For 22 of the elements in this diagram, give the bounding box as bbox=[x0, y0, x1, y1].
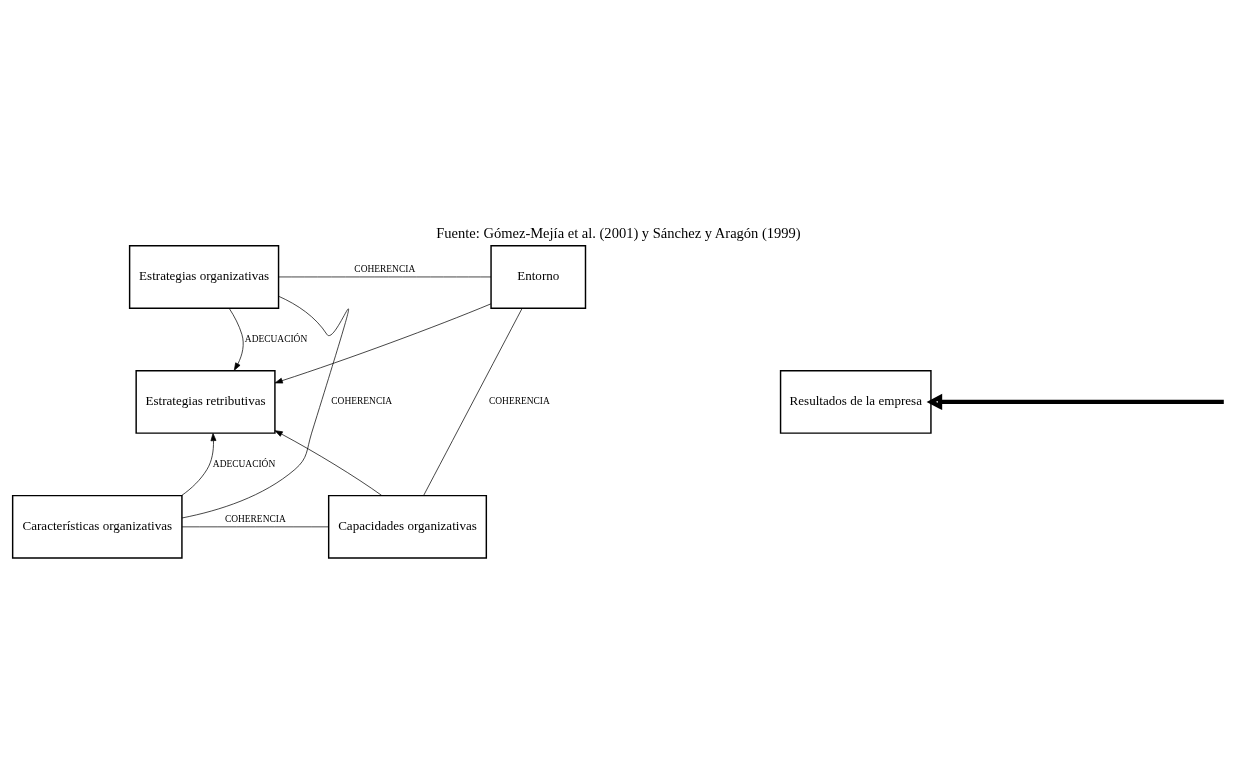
node-box: Capacidades organizativas bbox=[327, 494, 488, 559]
arrow bbox=[274, 303, 492, 383]
diagram-title: Fuente: Gómez-Mejía et al. (2001) y Sánchez y Aragón (1999) bbox=[436, 224, 801, 241]
connector bbox=[181, 526, 329, 527]
arrow bbox=[274, 429, 383, 496]
edge-label: COHERENCIA bbox=[354, 263, 416, 274]
arrow bbox=[228, 307, 244, 371]
arrow bbox=[181, 432, 217, 496]
node-box: Estrategias retributivas bbox=[135, 369, 276, 434]
node-box: Entorno bbox=[490, 244, 587, 309]
edge-label: ADECUACIÓN bbox=[244, 333, 308, 344]
connector bbox=[181, 295, 349, 518]
node-box: Características organizativas bbox=[11, 494, 183, 559]
edge-label: COHERENCIA bbox=[331, 395, 393, 406]
edge-label: COHERENCIA bbox=[488, 395, 550, 406]
connector bbox=[423, 307, 523, 496]
arrow bbox=[926, 393, 1224, 410]
node-box: Estrategias organizativas bbox=[128, 244, 280, 309]
node-box: Resultados de la empresa bbox=[779, 369, 932, 434]
edge-label: ADECUACIÓN bbox=[212, 458, 276, 469]
connector bbox=[278, 276, 492, 277]
edge-label: COHERENCIA bbox=[224, 513, 286, 524]
